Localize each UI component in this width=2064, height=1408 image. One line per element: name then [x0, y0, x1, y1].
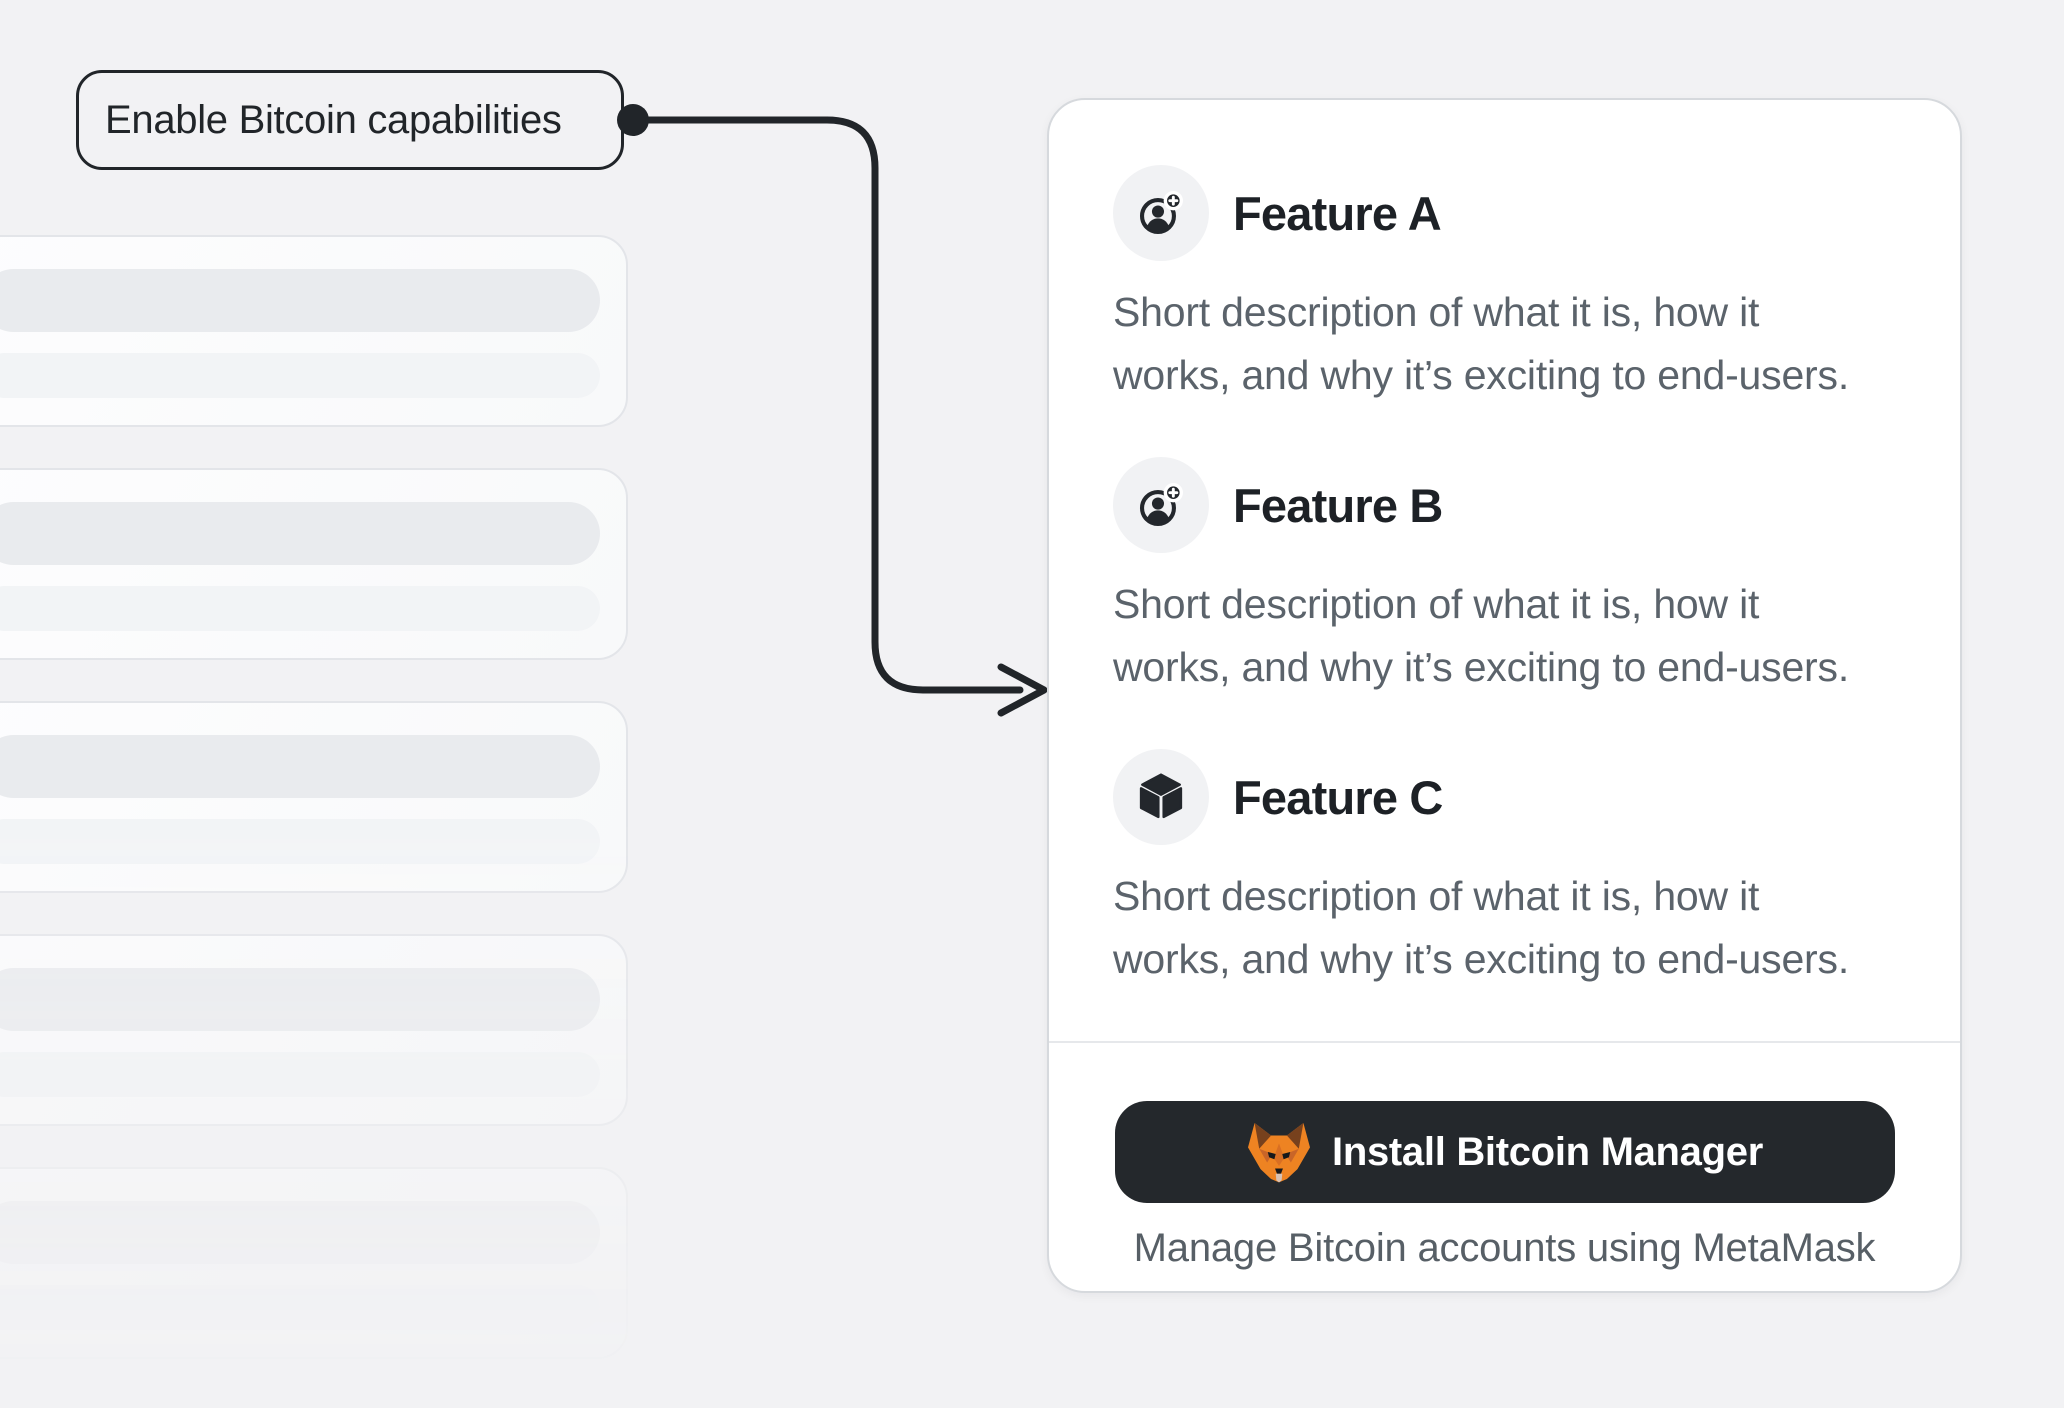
skeleton-card: [0, 235, 628, 427]
skeleton-line: [0, 1285, 600, 1330]
skeleton-line: [0, 819, 600, 864]
panel-caption: Manage Bitcoin accounts using MetaMask: [1133, 1226, 1876, 1270]
feature-panel-body: Feature A Short description of what it i…: [1049, 100, 1960, 991]
arrowhead-icon: [997, 663, 1048, 717]
callout-label-box: Enable Bitcoin capabilities: [76, 70, 624, 170]
feature-row-a: Feature A: [1113, 165, 1902, 261]
skeleton-line: [0, 1201, 600, 1264]
skeleton-card: [0, 468, 628, 660]
skeleton-line: [0, 353, 600, 398]
feature-a-desc-line1: Short description of what it is, how it: [1113, 289, 1760, 335]
skeleton-card: [0, 701, 628, 893]
feature-b-icon-circle: [1113, 457, 1209, 553]
feature-c-icon-circle: [1113, 749, 1209, 845]
feature-b-desc-line1: Short description of what it is, how it: [1113, 581, 1760, 627]
skeleton-card: [0, 934, 628, 1126]
metamask-fox-icon: [1248, 1122, 1311, 1183]
feature-row-b: Feature B: [1113, 457, 1902, 553]
skeleton-line: [0, 502, 600, 565]
skeleton-line: [0, 269, 600, 332]
user-add-icon: [1139, 483, 1183, 527]
install-button-label: Install Bitcoin Manager: [1332, 1129, 1763, 1174]
feature-a-description: Short description of what it is, how it …: [1113, 281, 1902, 407]
skeleton-line: [0, 586, 600, 631]
feature-panel: Feature A Short description of what it i…: [1047, 98, 1962, 1293]
install-bitcoin-manager-button[interactable]: Install Bitcoin Manager: [1114, 1101, 1895, 1203]
feature-c-desc-line2: works, and why it’s exciting to end-user…: [1113, 936, 1850, 982]
feature-c-title: Feature C: [1233, 770, 1443, 824]
user-add-icon: [1139, 191, 1183, 235]
feature-b-desc-line2: works, and why it’s exciting to end-user…: [1113, 644, 1850, 690]
cube-icon: [1139, 773, 1183, 819]
skeleton-line: [0, 1052, 600, 1097]
skeleton-line: [0, 735, 600, 798]
feature-b-title: Feature B: [1233, 478, 1443, 532]
skeleton-card: [0, 1167, 628, 1359]
feature-panel-footer: Install Bitcoin Manager Manage Bitcoin a…: [1049, 1041, 1960, 1280]
feature-a-icon-circle: [1113, 165, 1209, 261]
feature-a-title: Feature A: [1233, 186, 1442, 240]
feature-c-desc-line1: Short description of what it is, how it: [1113, 873, 1760, 919]
callout-label: Enable Bitcoin capabilities: [105, 97, 562, 142]
feature-c-description: Short description of what it is, how it …: [1113, 865, 1902, 991]
feature-row-c: Feature C: [1113, 749, 1902, 845]
feature-a-desc-line2: works, and why it’s exciting to end-user…: [1113, 352, 1850, 398]
feature-b-description: Short description of what it is, how it …: [1113, 573, 1902, 699]
skeleton-line: [0, 968, 600, 1031]
skeleton-card-list: [0, 235, 628, 1400]
